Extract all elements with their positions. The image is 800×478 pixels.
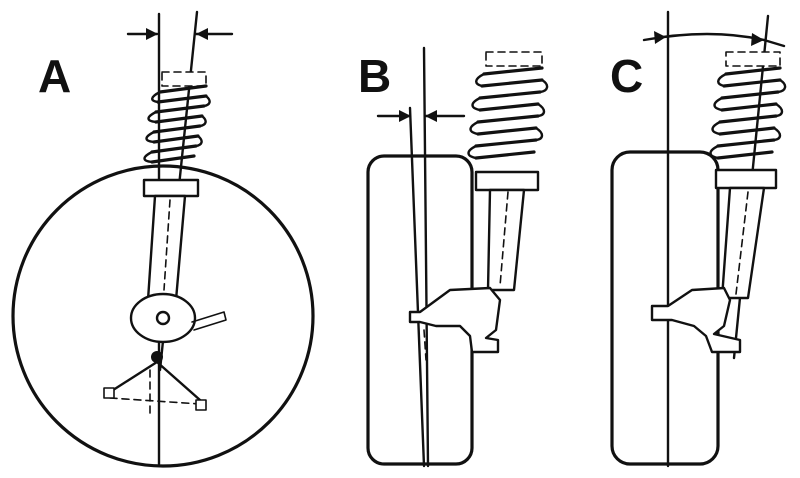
top-mount-c	[725, 51, 781, 67]
kingpin-dash-b	[423, 329, 427, 361]
panel-a-label: A	[38, 50, 71, 102]
spring-seat-a	[142, 178, 200, 198]
hub-center	[155, 310, 171, 326]
strut-centerline-b	[499, 191, 509, 287]
top-mount-b	[485, 51, 543, 67]
top-mount	[161, 71, 207, 87]
angle-arrow-a	[126, 28, 234, 40]
angle-arrow-c	[642, 31, 786, 48]
spring-seat-c	[714, 168, 778, 190]
panel-b-label: B	[358, 50, 391, 102]
coil-spring-c	[709, 66, 787, 160]
hub-knuckle	[129, 292, 197, 344]
coil-spring-a	[143, 84, 211, 164]
lower-ball-joint	[151, 351, 163, 363]
panel-c: C	[610, 10, 787, 468]
lower-control-arm	[103, 360, 207, 415]
wheel-circle	[11, 164, 315, 468]
strut-body-b	[486, 188, 526, 292]
spring-seat-b	[474, 170, 540, 192]
strut-centerline-c	[735, 191, 749, 295]
panel-c-label: C	[610, 50, 643, 102]
panel-a: A	[11, 10, 315, 468]
wheel-plane-line-b	[408, 106, 426, 468]
steering-arm	[191, 311, 227, 331]
vertical-reference-line-b	[422, 46, 430, 468]
angle-arrow-b	[376, 110, 466, 122]
knuckle-c	[650, 286, 742, 354]
knuckle-b	[408, 286, 502, 354]
coil-spring-b	[467, 66, 549, 160]
panel-b: B	[358, 46, 549, 468]
strut-body-c	[720, 186, 766, 300]
strut-centerline-a	[163, 199, 171, 291]
